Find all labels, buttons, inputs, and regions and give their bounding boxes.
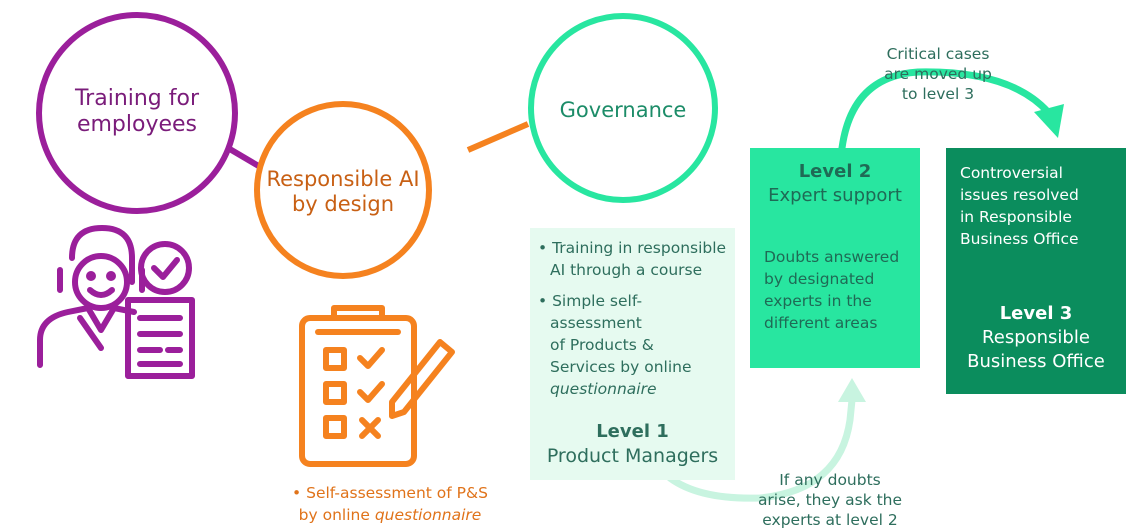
training-text: Training for employees [74,86,200,138]
self-assessment-line1: • Self-assessment of P&S [292,484,488,502]
level2-title: Level 2 Expert support [750,160,920,208]
level3-desc-line1: Controversial [960,164,1063,182]
self-assessment-note: • Self-assessment of P&S by online quest… [290,482,490,526]
level1-title: Level 1 Product Managers [530,420,735,468]
level3-name-line1: Responsible [982,327,1090,348]
level2-label: Level 2 [798,161,872,182]
critical-line3: to level 3 [901,85,975,103]
bullet1-line1: Training in responsible [552,239,727,257]
employee-check-icon [37,225,195,379]
level3-title: Level 3 Responsible Business Office [946,302,1126,374]
bullet-line: • Simple self- [538,292,643,310]
level3-box [946,148,1126,394]
bullet-line: • Training in responsible [538,239,727,257]
self-assessment-italic: questionnaire [374,506,482,524]
level1-bullet-1: • Training in responsible AI through a c… [538,237,726,281]
level3-label: Level 3 [999,303,1073,324]
level2-desc-line3: experts in the [764,292,872,310]
level2-desc-line1: Doubts answered [764,248,900,266]
level3-name-line2: Business Office [967,351,1105,372]
level1-label: Level 1 [596,421,669,442]
bullet2-italic: questionnaire [550,380,657,398]
level2-name: Expert support [768,185,902,206]
doubts-line1: If any doubts [779,471,881,489]
bullet1-line2: AI through a course [550,261,703,279]
level1-bullet-2: • Simple self- assessment of Products & … [538,290,692,400]
critical-cases-note: Critical cases are moved up to level 3 [868,44,1008,104]
doubts-line3: experts at level 2 [762,511,898,529]
level3-desc-line3: in Responsible [960,208,1072,226]
self-assessment-plain: by online [298,506,375,524]
critical-line2: are moved up [884,65,992,83]
critical-line1: Critical cases [886,45,990,63]
bullet2-line4: Services by online [550,358,692,376]
clipboard-checklist-icon [299,305,455,467]
level1-box [530,228,735,480]
governance-label: Governance [540,98,706,123]
bullet2-line1: Simple self- [552,292,643,310]
arrow-right-curve-icon [838,68,1064,152]
governance-text: Governance [559,98,687,122]
level1-name: Product Managers [546,445,719,467]
responsible-ai-label: Responsible AI by design [262,167,424,217]
arrow-up-curve-icon [666,378,866,502]
level2-box [750,148,920,368]
level2-description: Doubts answered by designated experts in… [764,246,899,334]
responsible-ai-circle [254,101,432,279]
level3-desc-line2: issues resolved [960,186,1079,204]
doubts-line2: arise, they ask the [757,491,903,509]
doubts-note: If any doubts arise, they ask the expert… [740,470,920,530]
bullet2-line2: assessment [550,314,642,332]
self-assessment-line2: by online questionnaire [290,504,490,526]
level2-desc-line2: by designated [764,270,875,288]
governance-circle [528,13,718,203]
responsible-ai-text: Responsible AI by design [266,167,420,217]
level3-desc-line4: Business Office [960,230,1079,248]
connector-rai-governance [466,121,530,153]
level2-desc-line4: different areas [764,314,878,332]
level3-description: Controversial issues resolved in Respons… [960,162,1079,250]
bullet2-line3: of Products & [550,336,654,354]
training-label: Training for employees [40,86,234,139]
connector-training-rai [226,145,264,171]
training-circle [36,12,238,214]
